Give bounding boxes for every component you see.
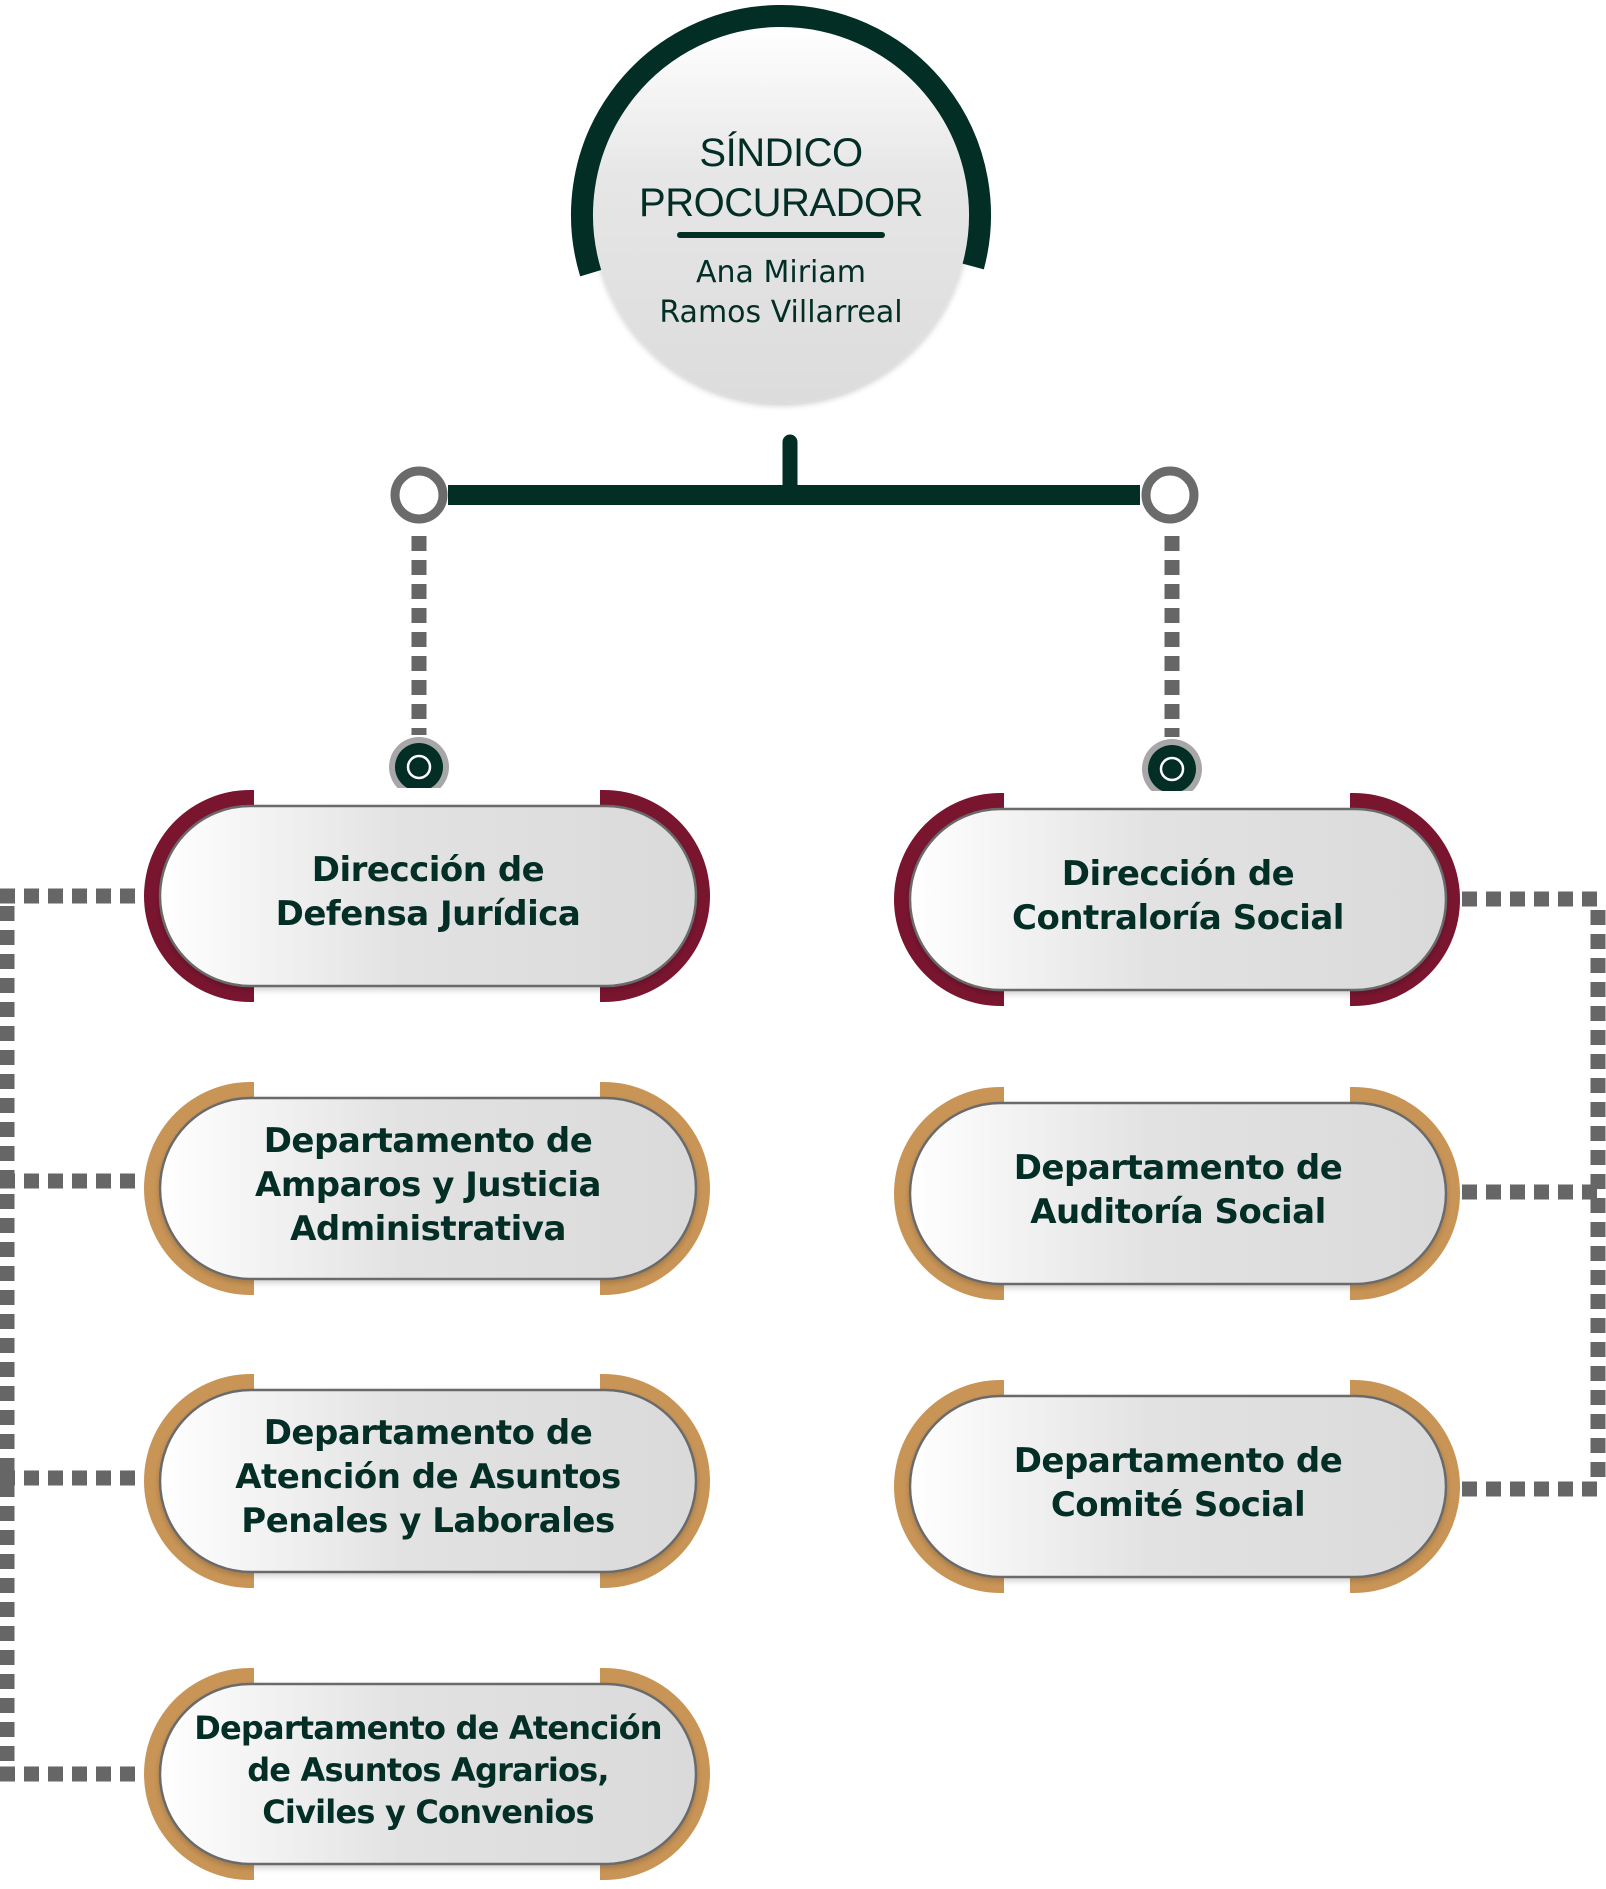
box-label-line: Departamento de — [1013, 1147, 1343, 1188]
node-core — [395, 743, 443, 791]
box-label-line: Departamento de — [263, 1120, 593, 1161]
box-pill — [158, 804, 698, 988]
box-pill — [908, 1101, 1448, 1286]
box-left-department-2 — [144, 1372, 710, 1590]
box-direccion-defensa-juridica — [144, 788, 710, 1004]
box-label-line: Atención de Asuntos — [235, 1457, 621, 1497]
top-node — [571, 5, 991, 403]
box-right-department-1 — [894, 1085, 1460, 1302]
top-title: SÍNDICO PROCURADOR — [600, 128, 962, 228]
box-label-line: Auditoría Social — [1030, 1191, 1326, 1232]
top-disc — [593, 27, 969, 403]
box-label-line: Contraloría Social — [1012, 897, 1344, 938]
box-pill — [908, 1394, 1448, 1579]
box-pill — [158, 1388, 698, 1574]
box-label-line: Defensa Jurídica — [275, 894, 581, 934]
right-head-node — [1142, 739, 1202, 799]
connectors-layer — [0, 434, 1606, 1782]
right-branch-ring — [1141, 466, 1199, 524]
top-title-line: PROCURADOR — [639, 181, 923, 225]
box-label-line: Departamento de — [263, 1413, 593, 1453]
node-core — [1148, 745, 1196, 793]
box-label-line: Amparos y Justicia — [255, 1164, 601, 1205]
holder-name-line: Ana Miriam — [696, 255, 866, 290]
box-direccion-contraloria-social — [894, 791, 1460, 1008]
box-pill — [158, 1096, 698, 1281]
box-label-line: Penales y Laborales — [241, 1501, 615, 1541]
box-label-line: de Asuntos Agrarios, — [247, 1751, 609, 1789]
box-label-line: Dirección de — [1061, 853, 1295, 894]
box-left-department-3 — [144, 1666, 710, 1882]
box-label-line: Departamento de Atención — [194, 1709, 662, 1747]
top-accent-arc — [571, 5, 991, 277]
box-pill — [908, 807, 1448, 992]
box-label-line: Departamento de — [1013, 1440, 1343, 1481]
box-label-left-department-3: Departamento de Atención de Asuntos Agrar… — [170, 1680, 686, 1860]
box-right-department-2 — [894, 1378, 1460, 1595]
node-center-ring — [406, 754, 432, 780]
holder-name-line: Ramos Villarreal — [659, 295, 903, 330]
box-left-department-1 — [144, 1080, 711, 1297]
box-label-line: Administrativa — [290, 1208, 566, 1249]
box-label-line: Civiles y Convenios — [262, 1793, 594, 1831]
box-label-line: Dirección de — [311, 850, 545, 890]
box-pill — [158, 1682, 698, 1866]
box-label-line: Comité Social — [1050, 1484, 1306, 1525]
top-title-line: SÍNDICO — [699, 131, 863, 175]
node-center-ring — [1159, 756, 1185, 782]
left-head-node — [389, 737, 449, 797]
left-branch-ring — [390, 466, 448, 524]
boxes-layer — [144, 788, 1460, 1882]
